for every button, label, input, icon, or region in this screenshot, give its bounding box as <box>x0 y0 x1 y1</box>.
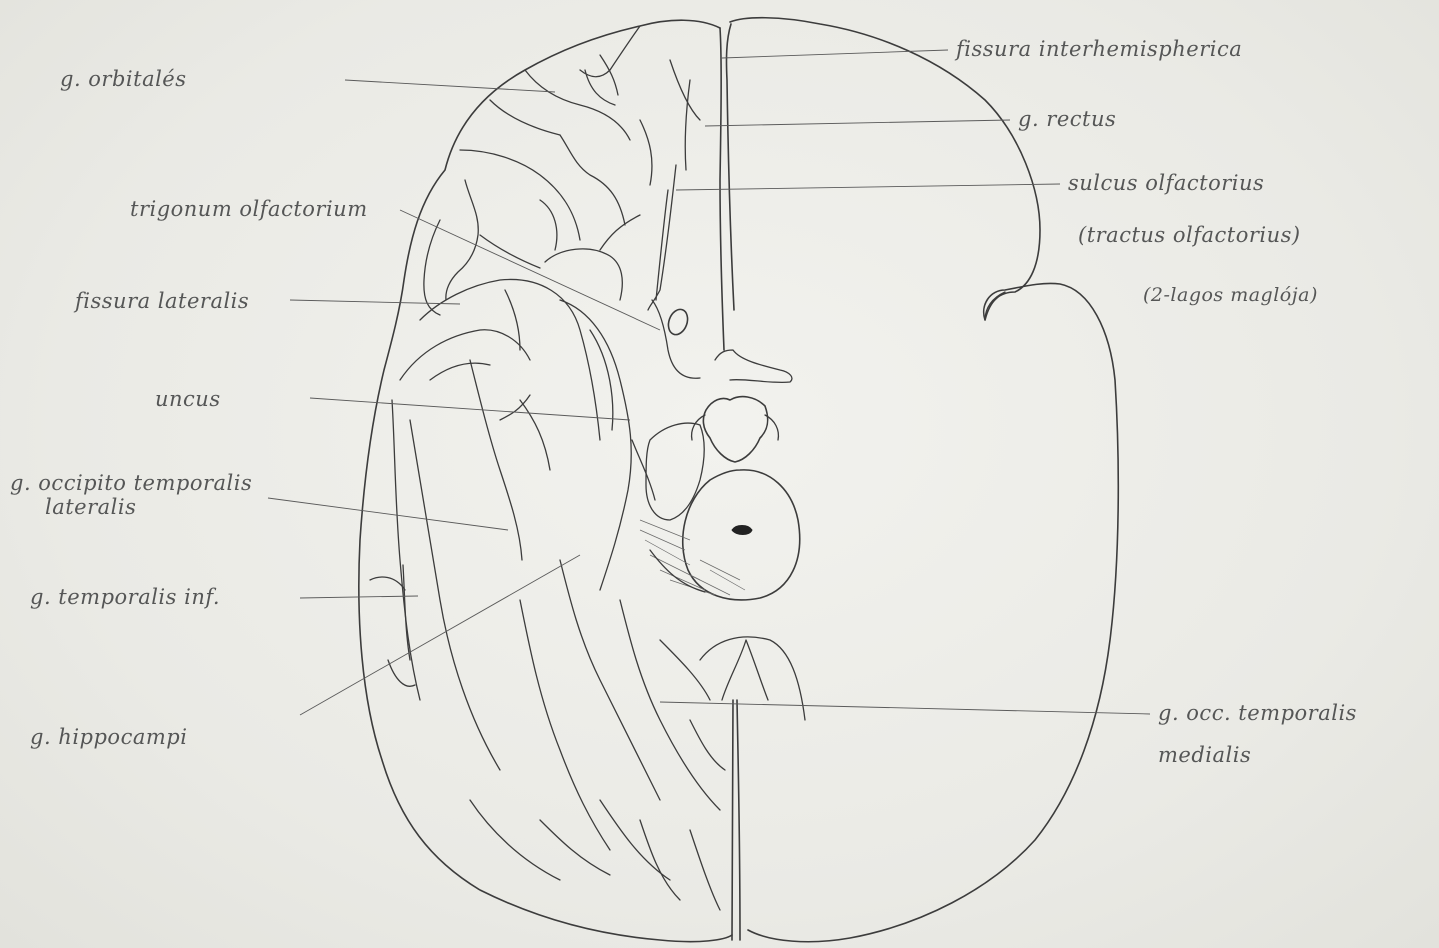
leader-lines <box>268 50 1150 715</box>
olfactory-and-brainstem <box>640 300 800 600</box>
left-hemisphere <box>359 20 732 941</box>
label-fissura-interhemispherica: fissura interhemispherica <box>956 36 1242 62</box>
right-hemisphere <box>730 18 1118 942</box>
label-occipito-temporalis-1: g. occipito temporalis <box>10 470 252 496</box>
interhemispheric-fissure <box>700 24 805 940</box>
label-fissura-lateralis: fissura lateralis <box>75 288 249 314</box>
label-g-rectus: g. rectus <box>1018 106 1116 132</box>
label-occ-temporalis-medialis-2: medialis <box>1158 742 1251 768</box>
left-gyri <box>370 26 725 910</box>
label-sulcus-olfactorius-2: (tractus olfactorius) <box>1078 222 1301 248</box>
label-occipito-temporalis-2: lateralis <box>45 494 136 520</box>
label-uncus: uncus <box>155 386 221 412</box>
label-g-hippocampi: g. hippocampi <box>30 724 187 750</box>
label-occ-temporalis-medialis-1: g. occ. temporalis <box>1158 700 1357 726</box>
label-sulcus-olfactorius-3: (2-lagos maglója) <box>1143 282 1318 308</box>
label-sulcus-olfactorius-1: sulcus olfactorius <box>1068 170 1264 196</box>
label-trigonum-olfactorium: trigonum olfactorium <box>130 196 368 222</box>
label-temporalis-inf: g. temporalis inf. <box>30 584 220 610</box>
label-g-orbitales: g. orbitalés <box>60 66 187 92</box>
